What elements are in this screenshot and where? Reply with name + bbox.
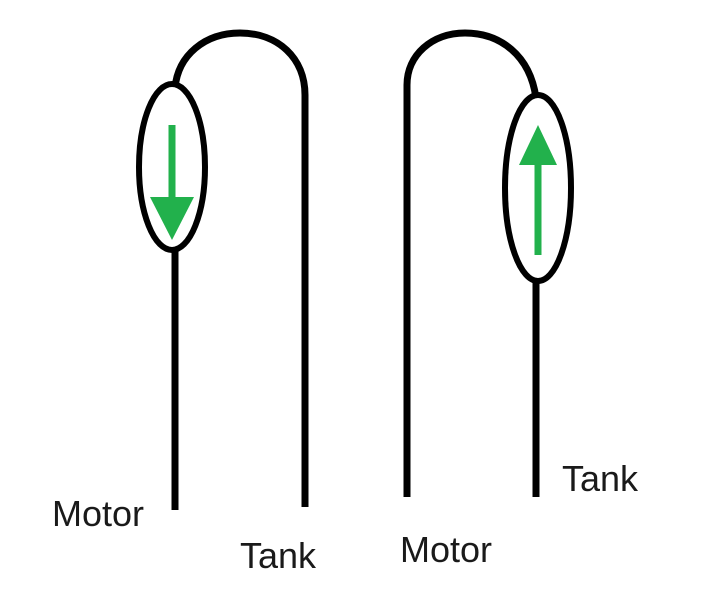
right-circuit: Motor Tank xyxy=(400,29,639,570)
arrow-down-icon xyxy=(150,125,194,240)
right-hose-loop xyxy=(403,29,540,497)
left-motor-label: Motor xyxy=(52,493,144,534)
left-arrow-head xyxy=(150,197,194,240)
right-arrow-head xyxy=(519,125,557,165)
left-hose-loop xyxy=(171,29,309,510)
right-tank-label: Tank xyxy=(562,458,639,499)
right-motor-label: Motor xyxy=(400,529,492,570)
left-tank-label: Tank xyxy=(240,535,317,576)
left-circuit: Motor Tank xyxy=(52,29,317,576)
arrow-up-icon xyxy=(519,125,557,255)
